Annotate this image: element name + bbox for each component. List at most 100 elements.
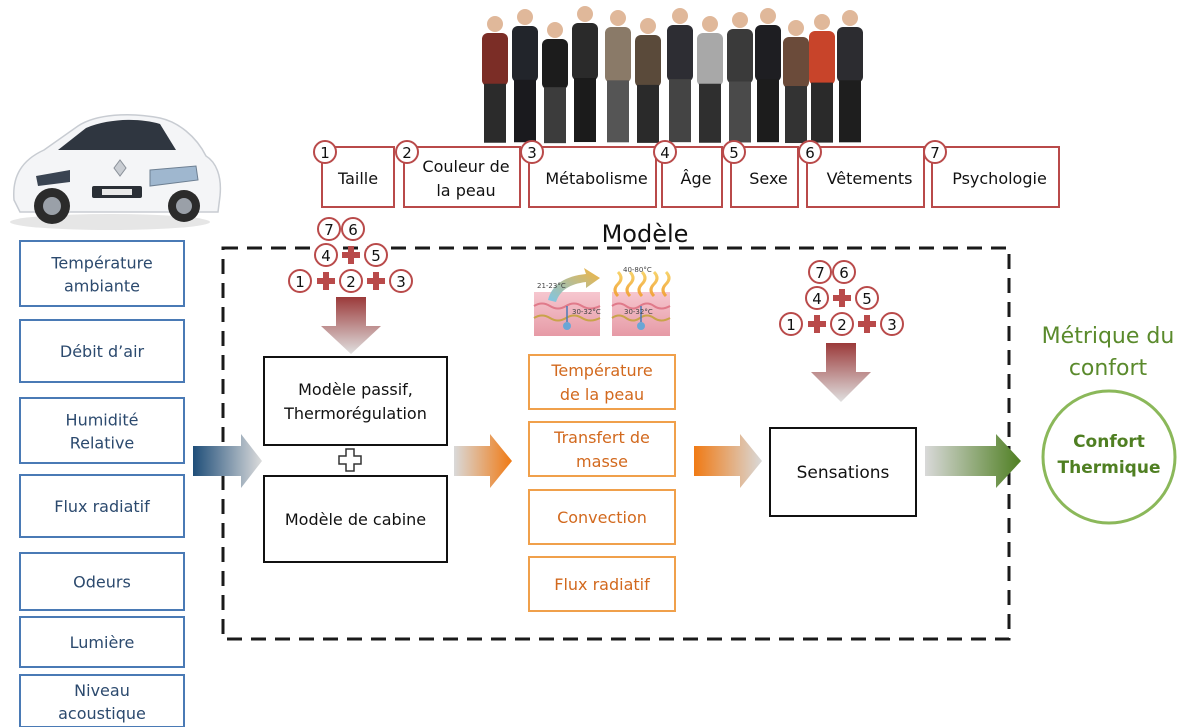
person-figure — [697, 16, 723, 143]
cluster-number: 4 — [321, 247, 331, 265]
cluster-number-badge — [880, 312, 904, 336]
cluster-number-badge — [779, 312, 803, 336]
flow-arrow-sensations — [925, 434, 1021, 488]
transfer-label: Température — [550, 361, 652, 380]
person-figure — [809, 14, 835, 143]
person-figure — [837, 10, 863, 143]
cluster-number: 1 — [295, 273, 305, 291]
factor-number-badge — [653, 140, 677, 164]
environment-input-label: ambiante — [64, 277, 140, 296]
cluster-number: 3 — [396, 273, 406, 291]
cluster-number-badge — [830, 312, 854, 336]
plus-icon — [317, 272, 335, 290]
environment-input-box: Débit d’air — [19, 319, 185, 383]
transfer-label: de la peau — [560, 385, 644, 404]
human-factor-label: Couleur de — [422, 157, 509, 176]
svg-text:30-32°C: 30-32°C — [572, 308, 601, 316]
cluster-number: 2 — [346, 273, 356, 291]
environment-input-label: Lumière — [70, 633, 135, 652]
person-figure — [755, 8, 781, 143]
human-factor-label: la peau — [436, 181, 495, 200]
svg-text:Sensations: Sensations — [797, 463, 890, 483]
transfer-label: masse — [576, 452, 628, 471]
thermal-comfort-circle: Confort Thermique — [1041, 389, 1177, 525]
comfort-metric-label-line2: confort — [1069, 356, 1148, 381]
factor-number: 7 — [930, 144, 940, 162]
factor-number-badge — [798, 140, 822, 164]
cluster-number-badge — [341, 217, 365, 241]
transfer-box: Température de la peau — [528, 354, 676, 410]
model-boundary — [221, 246, 1011, 641]
sensations-box: Sensations — [769, 427, 917, 517]
cluster-number-badge — [808, 260, 832, 284]
factor-number: 1 — [320, 144, 330, 162]
plus-icon — [808, 315, 826, 333]
cluster-number-badge — [314, 243, 338, 267]
factor-number-badge — [395, 140, 419, 164]
transfer-box: Convection — [528, 489, 676, 545]
person-figure — [512, 9, 538, 143]
environment-input-label: Débit d’air — [60, 342, 145, 361]
cluster-number: 4 — [812, 290, 822, 308]
human-factor-label: Métabolisme — [545, 169, 647, 188]
factor-number: 3 — [527, 144, 537, 162]
skin-cooling-illustration: 21-23°C 30-32°C — [533, 268, 601, 336]
factor-number-badge — [520, 140, 544, 164]
human-factor-box: Psychologie 7 — [923, 140, 1060, 208]
plus-connector — [338, 448, 362, 472]
plus-icon — [367, 272, 385, 290]
passive-model-box: Modèle passif, Thermorégulation — [263, 356, 448, 446]
cluster-number-badge — [805, 286, 829, 310]
environment-input-label: Niveau — [74, 681, 130, 700]
cluster-number: 5 — [862, 290, 872, 308]
cluster-number-badge — [389, 269, 413, 293]
down-arrow-left — [321, 297, 381, 354]
human-factor-box: Métabolisme 3 — [520, 140, 657, 208]
svg-text:Thermorégulation: Thermorégulation — [283, 404, 427, 423]
environment-input-box: Flux radiatif — [19, 474, 185, 538]
environment-input-box: Lumière — [19, 616, 185, 668]
environment-input-label: Flux radiatif — [54, 497, 150, 516]
human-factor-label: Taille — [337, 169, 378, 188]
person-figure — [482, 16, 508, 143]
human-factor-box: Taille 1 — [313, 140, 395, 208]
svg-text:Modèle de cabine: Modèle de cabine — [285, 510, 426, 529]
human-factor-label: Psychologie — [952, 169, 1047, 188]
transfer-label: Convection — [557, 508, 647, 527]
plus-icon — [833, 289, 851, 307]
cluster-number: 3 — [887, 316, 897, 334]
cluster-number: 1 — [786, 316, 796, 334]
cluster-number: 5 — [371, 247, 381, 265]
person-figure — [667, 8, 693, 143]
svg-text:30-32°C: 30-32°C — [624, 308, 653, 316]
cluster-number: 6 — [348, 221, 358, 239]
cluster-number: 7 — [815, 264, 825, 282]
person-figure — [727, 12, 753, 143]
environment-input-label: Température — [50, 254, 152, 273]
svg-text:Thermique: Thermique — [1058, 458, 1161, 478]
plus-icon — [342, 246, 360, 264]
cluster-number: 6 — [839, 264, 849, 282]
person-figure — [542, 22, 568, 144]
person-figure — [572, 6, 598, 143]
human-factor-label: Âge — [681, 169, 712, 188]
cluster-number-badge — [339, 269, 363, 293]
person-figure — [605, 10, 631, 143]
down-arrow-right — [811, 343, 871, 402]
car-illustration — [10, 114, 222, 230]
factor-number-badge — [923, 140, 947, 164]
person-figure — [783, 20, 809, 144]
factor-number: 4 — [660, 144, 670, 162]
skin-heating-illustration: 40-80°C 30-32°C — [611, 266, 671, 336]
environment-input-box: Température ambiante — [19, 240, 185, 307]
environment-input-label: Humidité — [66, 411, 139, 430]
factor-number-badge — [313, 140, 337, 164]
environment-input-label: Odeurs — [73, 573, 131, 592]
